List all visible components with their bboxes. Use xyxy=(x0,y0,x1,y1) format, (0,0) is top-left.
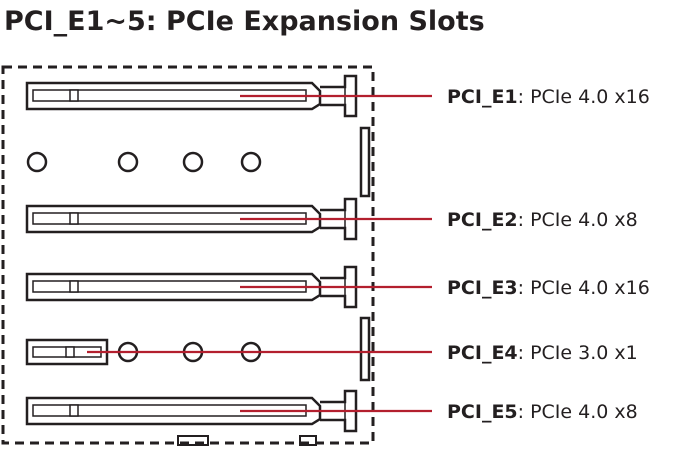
slot-name: PCI_E5 xyxy=(447,401,518,423)
slot-label-5: PCI_E5: PCIe 4.0 x8 xyxy=(447,401,638,423)
slot-key xyxy=(65,346,75,358)
pcie-slot-4 xyxy=(25,338,432,366)
slot-spec: : PCIe 4.0 x16 xyxy=(518,277,650,299)
slot-spec: : PCIe 3.0 x1 xyxy=(518,342,638,364)
bottom-header xyxy=(299,435,317,446)
slot-label-3: PCI_E3: PCIe 4.0 x16 xyxy=(447,277,650,299)
pcie-slot-2 xyxy=(25,197,432,241)
slot-key xyxy=(69,280,79,293)
slot-label-1: PCI_E1: PCIe 4.0 x16 xyxy=(447,86,650,108)
pcie-slot-1 xyxy=(25,74,432,118)
bottom-connectors xyxy=(177,435,317,446)
pcie-slot-3 xyxy=(25,265,432,309)
mounting-holes-row xyxy=(26,151,262,173)
slot-spec: : PCIe 4.0 x8 xyxy=(518,401,638,423)
pcie-slot-5 xyxy=(25,389,432,433)
slot-spec: : PCIe 4.0 x16 xyxy=(518,86,650,108)
slot-key xyxy=(69,404,79,417)
slots-layer xyxy=(25,74,432,433)
slot-name: PCI_E3 xyxy=(447,277,518,299)
mounting-hole xyxy=(26,151,48,173)
slot-name: PCI_E2 xyxy=(447,209,518,231)
slot-label-4: PCI_E4: PCIe 3.0 x1 xyxy=(447,342,638,364)
slot-label-2: PCI_E2: PCIe 4.0 x8 xyxy=(447,209,638,231)
page-title: PCI_E1~5: PCIe Expansion Slots xyxy=(4,6,485,37)
bottom-header xyxy=(177,435,209,446)
mounting-hole xyxy=(182,151,204,173)
slot-spec: : PCIe 4.0 x8 xyxy=(518,209,638,231)
slot-name: PCI_E4 xyxy=(447,342,518,364)
side-brackets xyxy=(359,126,371,382)
mounting-hole xyxy=(117,151,139,173)
board-outline xyxy=(1,65,375,445)
slot-name: PCI_E1 xyxy=(447,86,518,108)
side-bracket xyxy=(359,126,371,198)
side-bracket xyxy=(359,316,371,382)
slot-key xyxy=(69,89,79,102)
mounting-hole xyxy=(240,151,262,173)
slot-key xyxy=(69,212,79,225)
